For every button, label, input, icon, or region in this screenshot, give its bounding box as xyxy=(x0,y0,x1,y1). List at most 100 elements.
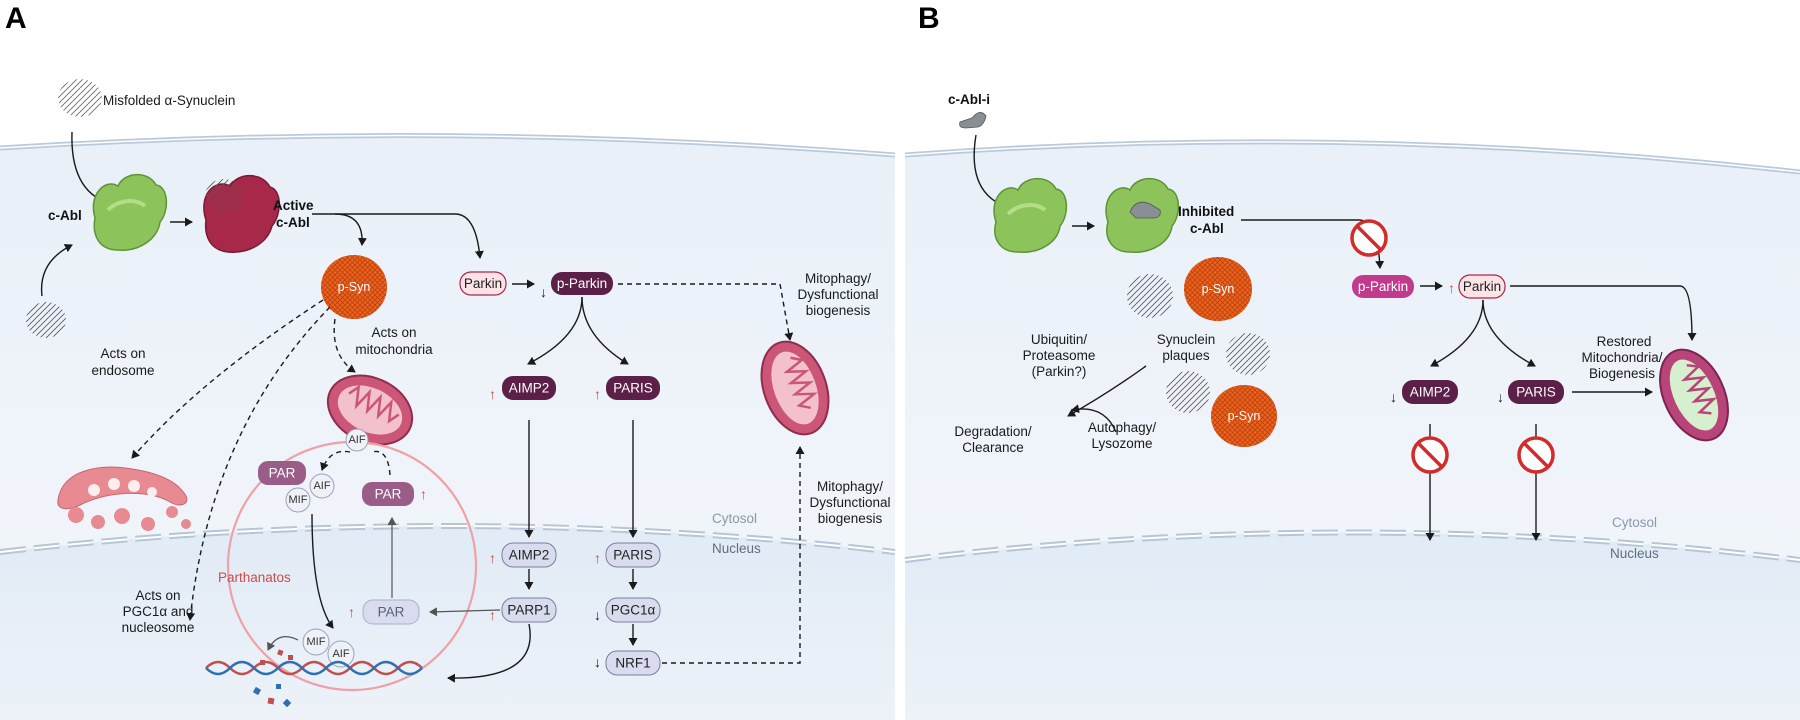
par-pill-1 xyxy=(258,461,306,485)
cytosol-label-b: Cytosol xyxy=(1612,515,1657,530)
par-pill-3 xyxy=(362,599,420,625)
fibril-icon xyxy=(1226,333,1270,375)
degr-1: Degradation/ xyxy=(954,424,1032,439)
down-arrow-pparkin: ↓ xyxy=(540,284,547,300)
cytosol-label-a: Cytosol xyxy=(712,511,757,526)
c-abl-protein-icon xyxy=(92,173,168,251)
panel-b: B Cytosol Nucleus c-Abl-i Inhibited c-Ab… xyxy=(904,2,1800,720)
up-arrow-paris-nuc: ↑ xyxy=(594,550,601,566)
parkin-pill-b xyxy=(1458,274,1506,299)
arrow-pparkin-to-mito xyxy=(618,283,794,341)
active-c-abl-label-2: c-Abl xyxy=(276,215,310,230)
arrow-parkin-to-aimp2 xyxy=(1430,299,1484,367)
synuclein-2: plaques xyxy=(1162,348,1210,363)
mitophagy-top-1: Mitophagy/ xyxy=(805,271,871,286)
aimp2-pill-nuc xyxy=(501,542,557,568)
arrow-aif-release xyxy=(320,450,351,471)
pgc1a-pill xyxy=(605,597,661,623)
arrow-autophagy-to-degradation xyxy=(1071,404,1117,433)
mitophagy-bot-2: Dysfunctional xyxy=(809,495,890,510)
mitochondrion-icon xyxy=(760,340,830,436)
mitophagy-top-3: biogenesis xyxy=(806,303,871,318)
arrow-parkin-to-restored xyxy=(1510,285,1697,341)
acts-pgc-3: nucleosome xyxy=(122,620,195,635)
acts-mito-1: Acts on xyxy=(371,325,416,340)
p-parkin-pill-b xyxy=(1352,275,1414,298)
mitophagy-top-2: Dysfunctional xyxy=(797,287,878,302)
arrow-pparkin-to-paris xyxy=(581,296,629,365)
parp1-pill xyxy=(501,597,557,623)
acts-mito-2: mitochondria xyxy=(355,342,433,357)
aif-circle-3 xyxy=(327,640,355,668)
arrow-active-to-parkin xyxy=(312,213,484,259)
nucleus-b xyxy=(905,532,1800,720)
paris-pill-b xyxy=(1508,380,1564,404)
inhibited-label-1: Inhibited xyxy=(1178,204,1234,219)
fibril-icon xyxy=(58,79,102,117)
aimp2-label-b: AIMP2 xyxy=(1410,385,1451,400)
par-label-2: PAR xyxy=(375,487,402,502)
parkin-label-b: Parkin xyxy=(1463,279,1501,294)
c-abl-i-label: c-Abl-i xyxy=(948,92,990,107)
arrow-aif-to-dna xyxy=(311,513,334,629)
mitophagy-bot-1: Mitophagy/ xyxy=(817,479,883,494)
c-abl-label: c-Abl xyxy=(48,208,82,223)
aif-label-3: AIF xyxy=(332,648,349,660)
acts-pgc-2: PGC1α and xyxy=(123,604,194,619)
p-parkin-label-b: p-Parkin xyxy=(1358,279,1408,294)
panel-a: A Cytosol Nucleus Misfolded α-Synuclein … xyxy=(0,2,896,720)
arrow-mif-to-dna xyxy=(267,636,299,651)
fibril-icon xyxy=(1127,274,1173,318)
parkin-pill-a xyxy=(459,271,507,296)
synuclein-1: Synuclein xyxy=(1157,332,1216,347)
paris-label-b: PARIS xyxy=(1516,385,1556,400)
par-label-3: PAR xyxy=(378,605,405,620)
acts-endosome-1: Acts on xyxy=(100,346,145,361)
fibril-icon xyxy=(1166,371,1210,413)
auto-1: Autophagy/ xyxy=(1088,420,1157,435)
auto-2: Lysozome xyxy=(1091,436,1152,451)
paris-label-a: PARIS xyxy=(613,381,653,396)
mif-circle-1 xyxy=(285,487,311,513)
arrow-parp1-to-par xyxy=(429,607,501,617)
par-pill-2 xyxy=(362,482,414,506)
up-arrow-aimp2-nuc: ↑ xyxy=(489,550,496,566)
nrf1-pill xyxy=(605,650,661,676)
mitochondrion-icon xyxy=(1659,348,1729,442)
up-arrow-par3: ↑ xyxy=(348,604,355,620)
nucleus-label-b: Nucleus xyxy=(1610,546,1659,561)
panel-divider xyxy=(898,0,904,720)
aif-label-2: AIF xyxy=(313,480,330,492)
active-c-abl-label-1: Active xyxy=(273,198,314,213)
p-parkin-label-a: p-Parkin xyxy=(557,276,607,291)
inhibit-icon xyxy=(1411,436,1449,474)
golgi-icon xyxy=(57,466,191,531)
p-syn-label-b1: p-Syn xyxy=(1202,282,1235,296)
p-syn-label-a: p-Syn xyxy=(338,280,371,294)
down-arrow-aimp2-b: ↓ xyxy=(1390,389,1397,405)
arrow-nrf1-to-mito xyxy=(662,446,805,664)
arrow-pparkin-to-aimp2 xyxy=(527,296,583,365)
ubiq-1: Ubiquitin/ xyxy=(1031,332,1088,347)
nrf1-label: NRF1 xyxy=(615,656,650,671)
aif-label-1: AIF xyxy=(348,434,365,446)
p-syn-aggregate-icon xyxy=(1211,385,1277,447)
active-c-abl-icon xyxy=(203,174,280,253)
inhibit-icon xyxy=(1517,436,1555,474)
up-arrow-aimp2: ↑ xyxy=(489,386,496,402)
arrow-parp1-to-dna xyxy=(447,623,531,683)
acts-pgc-1: Acts on xyxy=(135,588,180,603)
pgc1a-label: PGC1α xyxy=(611,603,656,618)
up-arrow-paris: ↑ xyxy=(594,386,601,402)
aimp2-label-a: AIMP2 xyxy=(509,381,550,396)
aimp2-pill-b xyxy=(1402,380,1458,404)
ubiq-2: Proteasome xyxy=(1023,348,1096,363)
mitophagy-bot-3: biogenesis xyxy=(818,511,883,526)
acts-endosome-2: endosome xyxy=(91,363,154,378)
par-label-1: PAR xyxy=(269,466,296,481)
arrow-parkin-to-paris xyxy=(1482,299,1536,367)
mif-circle-2 xyxy=(302,628,330,656)
mitochondrion-icon xyxy=(326,374,414,446)
parp1-label: PARP1 xyxy=(507,603,550,618)
